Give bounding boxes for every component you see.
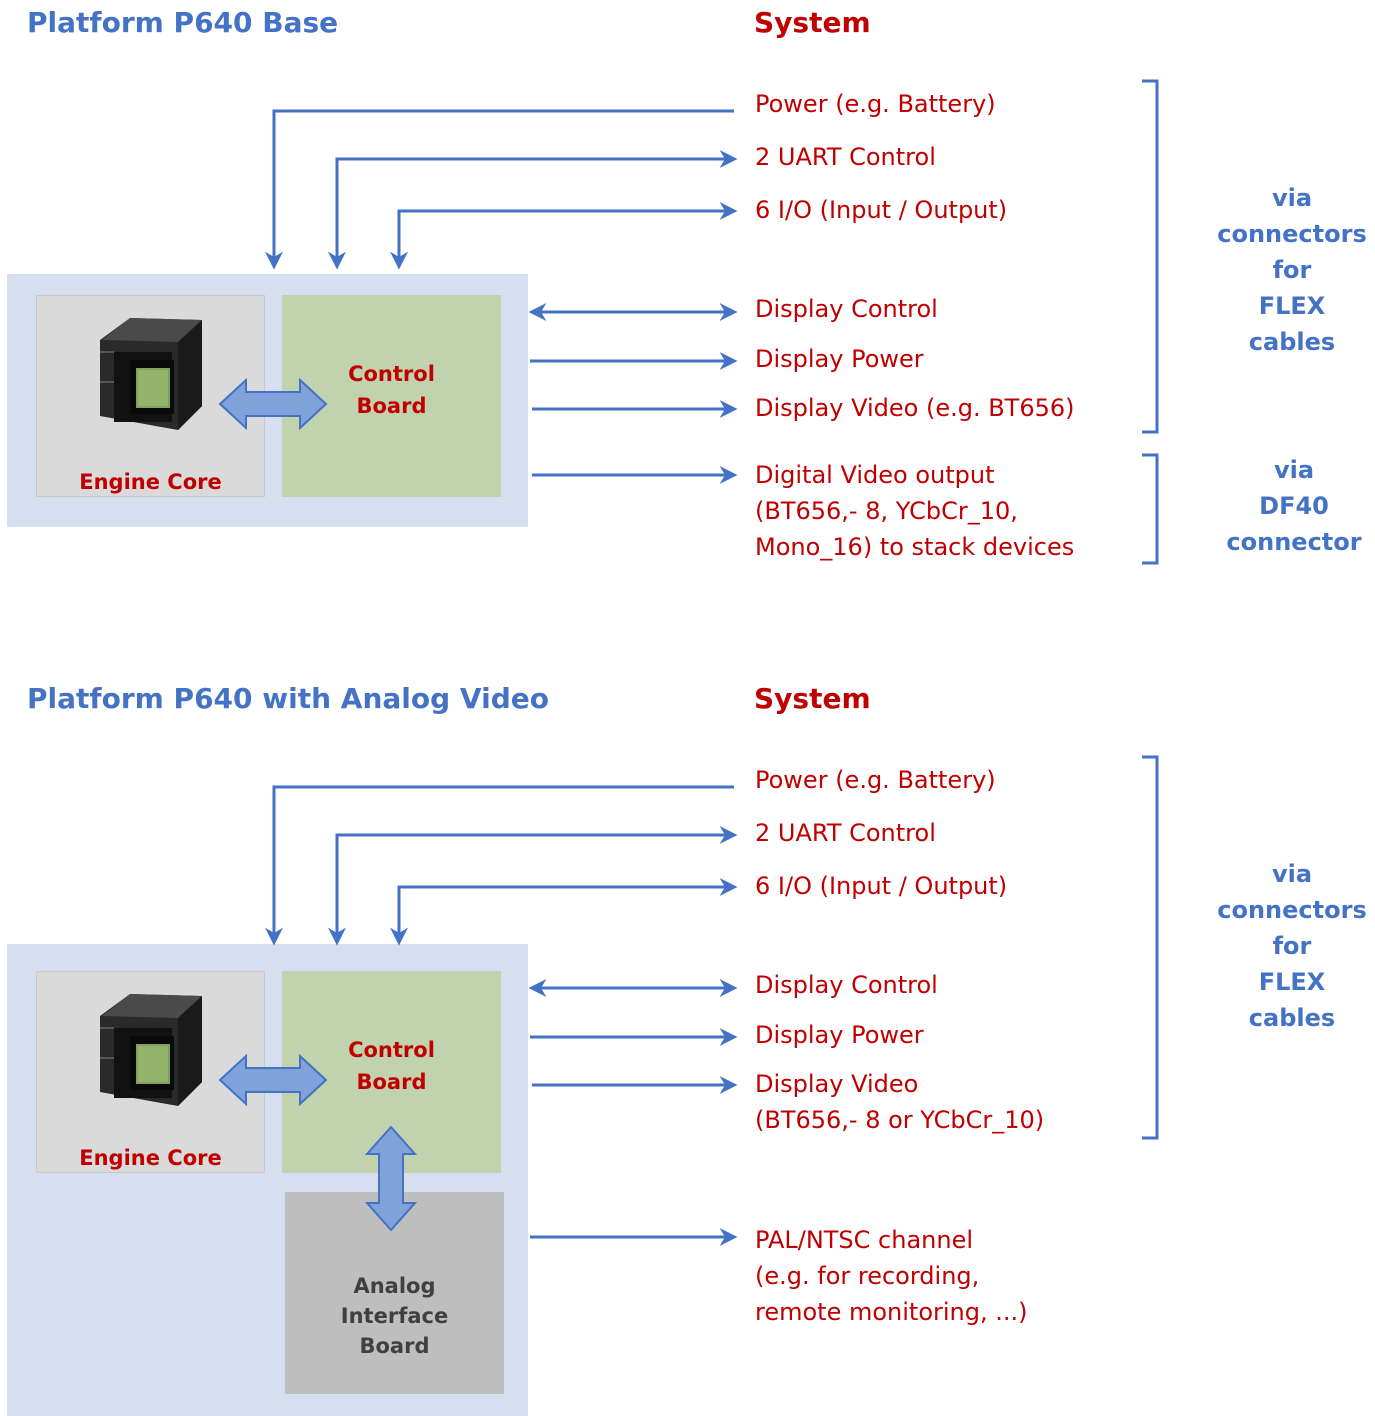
power-line-2 xyxy=(265,785,734,946)
engine-core-label: Engine Core xyxy=(79,470,222,494)
signal-io-2: 6 I/O (Input / Output) xyxy=(755,872,1008,900)
diagram1-system-title: System xyxy=(754,6,871,39)
signal-uart-2: 2 UART Control xyxy=(755,819,936,847)
flex-bracket xyxy=(1142,79,1159,434)
signal-power: Power (e.g. Battery) xyxy=(755,90,996,118)
signal-display-power-2: Display Power xyxy=(755,1021,924,1049)
flex-label-line: connectors xyxy=(1217,896,1367,924)
io-line-2 xyxy=(390,878,738,946)
flex-group-label: via connectors for FLEX cables xyxy=(1207,180,1375,360)
analog-board-label-line2: Interface xyxy=(340,1304,449,1328)
signal-pal-ntsc-line2: (e.g. for recording, xyxy=(755,1262,980,1290)
df40-bracket xyxy=(1142,453,1159,565)
uart-line-2 xyxy=(328,826,738,946)
flex-label-line: FLEX xyxy=(1258,292,1326,320)
engine-control-block-arrow xyxy=(218,377,328,431)
engine-control-block-arrow-2 xyxy=(218,1053,328,1107)
flex-label-line: FLEX xyxy=(1258,968,1326,996)
signal-pal-ntsc-line1: PAL/NTSC channel xyxy=(755,1226,974,1254)
signal-display-video-2-line2: (BT656,- 8 or YCbCr_10) xyxy=(755,1106,1045,1134)
flex-label-line: cables xyxy=(1248,328,1336,356)
diagram1-title: Platform P640 Base xyxy=(27,6,339,39)
engine-core-label-2: Engine Core xyxy=(79,1146,222,1170)
signal-pal-ntsc-line3: remote monitoring, ...) xyxy=(755,1298,1028,1326)
control-board-label-2-line2: Board xyxy=(356,1070,427,1094)
flex-label-line: connectors xyxy=(1217,220,1367,248)
control-analog-block-arrow xyxy=(364,1125,418,1232)
analog-board-label-line1: Analog xyxy=(353,1274,436,1298)
io-line xyxy=(390,202,738,270)
df40-label-line: DF40 xyxy=(1259,492,1329,520)
signal-display-control: Display Control xyxy=(755,295,938,323)
signal-display-power: Display Power xyxy=(755,345,924,373)
signal-display-video: Display Video (e.g. BT656) xyxy=(755,394,1075,422)
signal-uart: 2 UART Control xyxy=(755,143,936,171)
df40-label-line: connector xyxy=(1226,528,1362,556)
signal-power-2: Power (e.g. Battery) xyxy=(755,766,996,794)
signal-digital-video-line2: (BT656,- 8, YCbCr_10, xyxy=(755,497,1018,525)
diagram2-title: Platform P640 with Analog Video xyxy=(27,682,549,715)
signal-digital-video-line1: Digital Video output xyxy=(755,461,995,489)
signal-display-video-2-line1: Display Video xyxy=(755,1070,919,1098)
control-board-label-2-line1: Control xyxy=(348,1038,435,1062)
flex-label-line: cables xyxy=(1248,1004,1336,1032)
flex-label-line: via xyxy=(1271,184,1313,212)
signal-digital-video-line3: Mono_16) to stack devices xyxy=(755,533,1075,561)
uart-line xyxy=(328,150,738,270)
flex-bracket-2 xyxy=(1142,755,1159,1140)
signal-display-control-2: Display Control xyxy=(755,971,938,999)
df40-label-line: via xyxy=(1273,456,1315,484)
control-board-label-line2: Board xyxy=(356,394,427,418)
control-board-label-line1: Control xyxy=(348,362,435,386)
power-line xyxy=(265,109,734,270)
analog-board-label-line3: Board xyxy=(359,1334,430,1358)
df40-group-label: via DF40 connector xyxy=(1209,452,1375,560)
flex-label-line: for xyxy=(1272,256,1312,284)
flex-group-label-2: via connectors for FLEX cables xyxy=(1207,856,1375,1036)
signal-io: 6 I/O (Input / Output) xyxy=(755,196,1008,224)
flex-label-line: via xyxy=(1271,860,1313,888)
diagram2-system-title: System xyxy=(754,682,871,715)
camera-core-icon xyxy=(100,318,202,430)
flex-label-line: for xyxy=(1272,932,1312,960)
camera-core-icon xyxy=(100,994,202,1106)
